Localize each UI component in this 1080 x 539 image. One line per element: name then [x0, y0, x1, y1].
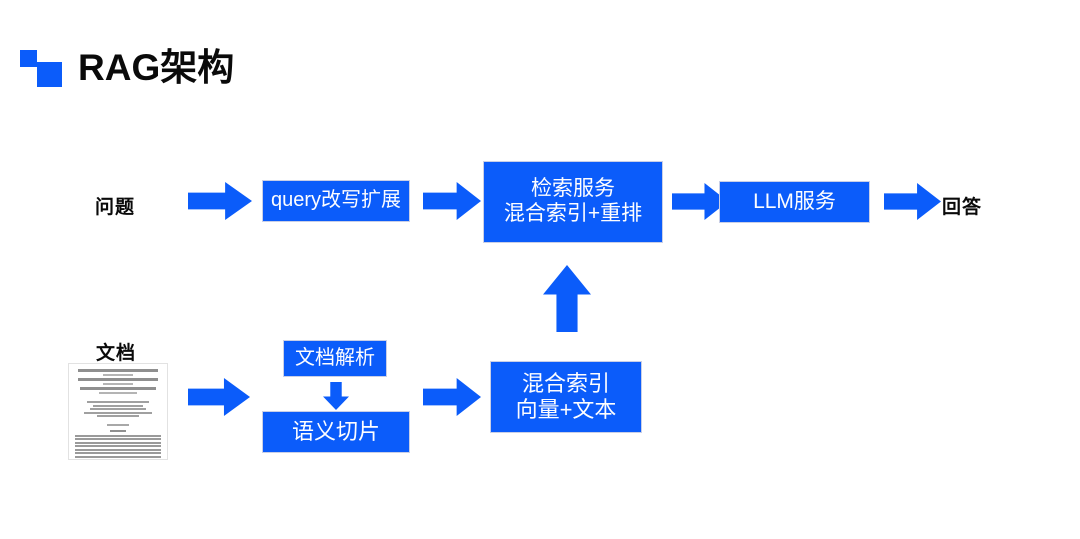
- paper-thumbnail: [68, 363, 168, 460]
- arrow-chunking-to-index: [423, 378, 481, 416]
- label-document: 文档: [96, 343, 137, 364]
- node-llm-service-line-1: LLM服务: [753, 189, 836, 213]
- logo-square-small: [20, 50, 37, 67]
- node-query-rewrite-line-1: query改写扩展: [270, 189, 402, 212]
- node-semantic-chunking-line-1: 语义切片: [291, 419, 380, 445]
- label-question: 问题: [95, 197, 136, 218]
- arrow-index-to-retrieval: [543, 265, 591, 332]
- page-title: RAG架构: [78, 47, 235, 88]
- arrow-rewrite-to-retrieval: [423, 182, 481, 220]
- node-hybrid-index-line-1: 混合索引: [521, 371, 610, 397]
- arrow-question-to-rewrite: [188, 182, 252, 220]
- node-retrieval-service[interactable]: 检索服务 混合索引+重排: [483, 161, 663, 243]
- logo-square-large: [37, 62, 62, 87]
- label-answer: 回答: [942, 197, 983, 218]
- brand-logo-icon: [20, 44, 64, 88]
- node-hybrid-index[interactable]: 混合索引 向量+文本: [490, 361, 642, 433]
- arrow-document-to-parsing: [188, 378, 250, 416]
- node-query-rewrite[interactable]: query改写扩展: [262, 180, 410, 222]
- node-retrieval-service-line-2: 混合索引+重排: [503, 202, 643, 225]
- page-header: RAG架构: [20, 34, 234, 90]
- node-retrieval-service-line-1: 检索服务: [531, 177, 615, 201]
- node-document-parsing[interactable]: 文档解析: [283, 340, 387, 377]
- node-document-parsing-line-1: 文档解析: [295, 346, 375, 369]
- arrow-parsing-to-chunking: [323, 382, 349, 410]
- node-llm-service[interactable]: LLM服务: [719, 181, 870, 223]
- node-semantic-chunking[interactable]: 语义切片: [262, 411, 410, 453]
- node-hybrid-index-line-2: 向量+文本: [515, 397, 617, 422]
- arrow-llm-to-answer: [884, 183, 941, 220]
